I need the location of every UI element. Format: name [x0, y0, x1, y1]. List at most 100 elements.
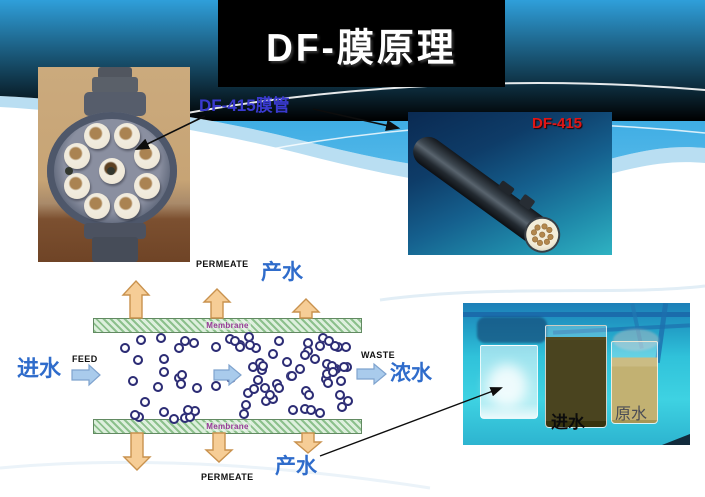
particle	[177, 370, 187, 380]
module-body	[47, 112, 177, 230]
particle	[306, 405, 316, 415]
waste-label: WASTE	[361, 350, 396, 360]
module-bolt-hole	[65, 167, 73, 175]
particle	[300, 350, 310, 360]
particle	[336, 376, 346, 386]
title-banner: DF-膜原理	[218, 0, 505, 87]
particle	[324, 336, 334, 346]
particle	[318, 333, 328, 343]
module-neck-top-collar	[92, 77, 138, 93]
particle	[183, 405, 193, 415]
particle	[258, 361, 268, 371]
particle	[156, 333, 166, 343]
particle	[253, 375, 263, 385]
particle	[169, 414, 179, 424]
particle	[274, 383, 284, 393]
membrane-top-label: Membrane	[204, 321, 251, 330]
beaker-highlight	[487, 364, 527, 408]
membrane-tube	[84, 122, 111, 149]
df415-tube-photo: DF-415	[408, 112, 612, 255]
module-neck-bottom-flare	[84, 223, 146, 239]
lab-equipment	[477, 317, 547, 343]
particle	[330, 341, 340, 351]
feed-label: FEED	[72, 354, 98, 364]
particle	[261, 396, 271, 406]
particle	[341, 342, 351, 352]
particle	[133, 355, 143, 365]
particle	[310, 354, 320, 364]
particle	[235, 342, 245, 352]
membrane-tube	[134, 143, 161, 170]
beaker-feed-label: 进水	[551, 413, 585, 432]
particle	[120, 343, 130, 353]
particle	[192, 383, 202, 393]
waste-flow-arrow	[356, 362, 387, 386]
module-neck-bottom	[92, 237, 138, 262]
membrane-tube	[134, 172, 161, 199]
particle	[159, 407, 169, 417]
cn-feed-label: 进水	[17, 356, 62, 381]
particle	[300, 404, 310, 414]
permeate-beaker	[480, 345, 538, 419]
particle	[323, 378, 333, 388]
particle	[239, 409, 249, 419]
particle	[185, 412, 195, 422]
beaker-raw-label: 原水	[615, 406, 648, 423]
cn-product-bottom-label: 产水	[275, 455, 317, 478]
particle	[176, 379, 186, 389]
particle	[339, 362, 349, 372]
particle	[260, 383, 270, 393]
particle	[295, 364, 305, 374]
particle	[303, 338, 313, 348]
particle	[230, 336, 240, 346]
module-cross-section-photo	[38, 67, 190, 262]
particle	[241, 400, 251, 410]
particle	[136, 335, 146, 345]
particle	[249, 384, 259, 394]
membrane-tube	[63, 143, 90, 170]
lab-pipe	[463, 312, 690, 317]
permeate-up-arrow	[291, 298, 321, 319]
membrane-bottom-label: Membrane	[204, 422, 251, 431]
module-bolt-hole	[107, 167, 115, 175]
membrane-bar-bottom: Membrane	[93, 419, 362, 434]
df415-photo-label: DF-415	[532, 115, 583, 132]
permeate-up-arrows	[121, 279, 321, 319]
particle	[128, 376, 138, 386]
particle	[322, 369, 332, 379]
particle	[244, 332, 254, 342]
cn-concentrate-label: 浓水	[390, 362, 432, 385]
permeate-down-arrow	[122, 432, 152, 471]
permeate-down-arrow	[204, 432, 234, 463]
particle	[174, 343, 184, 353]
particle	[274, 336, 284, 346]
particle	[159, 367, 169, 377]
slide-title: DF-膜原理	[266, 25, 457, 69]
beaker-comparison-photo: 进水 原水	[463, 303, 690, 445]
particle	[288, 405, 298, 415]
particle	[140, 397, 150, 407]
raw-water-beaker	[611, 341, 658, 424]
particle	[315, 408, 325, 418]
tube-callout-label: DF-415膜管	[199, 96, 290, 115]
particle	[243, 388, 253, 398]
particle	[337, 402, 347, 412]
particle	[211, 342, 221, 352]
membrane-tube	[113, 193, 140, 220]
particle	[315, 341, 325, 351]
permeate-up-arrow	[121, 279, 151, 319]
particle	[245, 340, 255, 350]
particle	[328, 367, 338, 377]
particle	[304, 390, 314, 400]
particle	[327, 361, 337, 371]
df415-tube	[408, 129, 570, 255]
membrane-tube	[84, 193, 111, 220]
particle	[189, 338, 199, 348]
particle	[251, 343, 261, 353]
permeate-bottom-label: PERMEATE	[201, 472, 254, 482]
membrane-tube	[113, 122, 140, 149]
feed-flow-arrow	[71, 363, 101, 387]
cn-product-top-label: 产水	[261, 261, 303, 284]
particle	[265, 390, 275, 400]
